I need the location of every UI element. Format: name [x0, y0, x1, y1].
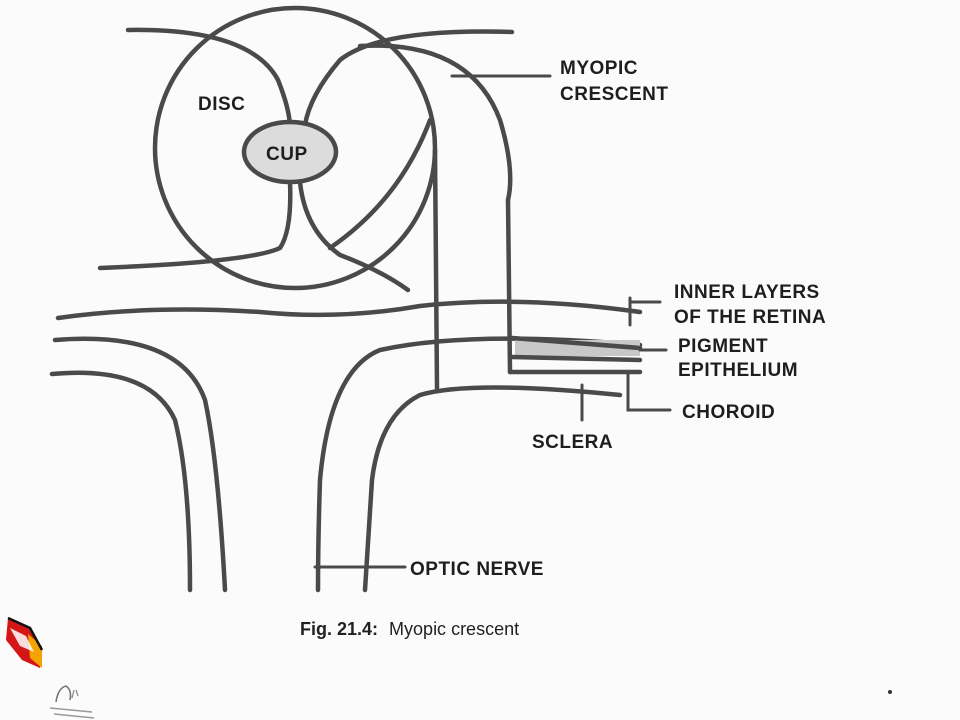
vessel-bottom-right: [297, 179, 411, 293]
vessel-lower-long: [327, 117, 433, 251]
label-inner-layers: INNER LAYERS: [674, 282, 820, 303]
pigment-epithelium-bottom: [509, 354, 643, 363]
figure-caption: Fig. 21.4: Myopic crescent: [300, 619, 519, 639]
vessel-top-right: [302, 29, 515, 128]
nerve-left-outer: [52, 336, 228, 593]
small-sketch-icon: [49, 685, 95, 719]
stray-dot: [888, 690, 892, 694]
label-myopic: MYOPIC: [560, 58, 638, 79]
label-disc: DISC: [198, 94, 245, 115]
vessel-bottom-left: [97, 179, 293, 271]
nerve-right-outer: [362, 385, 623, 593]
leader-lines: [313, 74, 672, 569]
caption-text: Myopic crescent: [389, 619, 519, 639]
caption-prefix: Fig. 21.4:: [300, 619, 378, 639]
label-pigment: PIGMENT: [678, 336, 768, 357]
crescent-drop-line-2: [505, 197, 513, 375]
label-cup: CUP: [266, 144, 308, 165]
label-crescent: CRESCENT: [560, 84, 669, 105]
cup-ellipse: [241, 119, 339, 185]
label-sclera: SCLERA: [532, 432, 613, 453]
crescent-drop-line-1: [432, 147, 440, 391]
nerve-left-inner: [49, 370, 193, 593]
vessel-top-left: [125, 27, 293, 131]
disc-group: [97, 5, 515, 293]
label-epithelium: EPITHELIUM: [678, 360, 798, 381]
book-logo-icon: [6, 616, 44, 668]
label-optic-nerve: OPTIC NERVE: [410, 559, 544, 580]
pigment-epithelium-top: [509, 335, 643, 351]
retina-inner-layer-line: [55, 299, 643, 321]
leader-inner-layers: [628, 296, 662, 327]
leader-choroid: [626, 370, 672, 412]
label-choroid: CHOROID: [682, 402, 775, 423]
crescent-outline: [357, 43, 513, 203]
cross-section: [49, 147, 643, 593]
label-of-the-retina: OF THE RETINA: [674, 307, 826, 328]
